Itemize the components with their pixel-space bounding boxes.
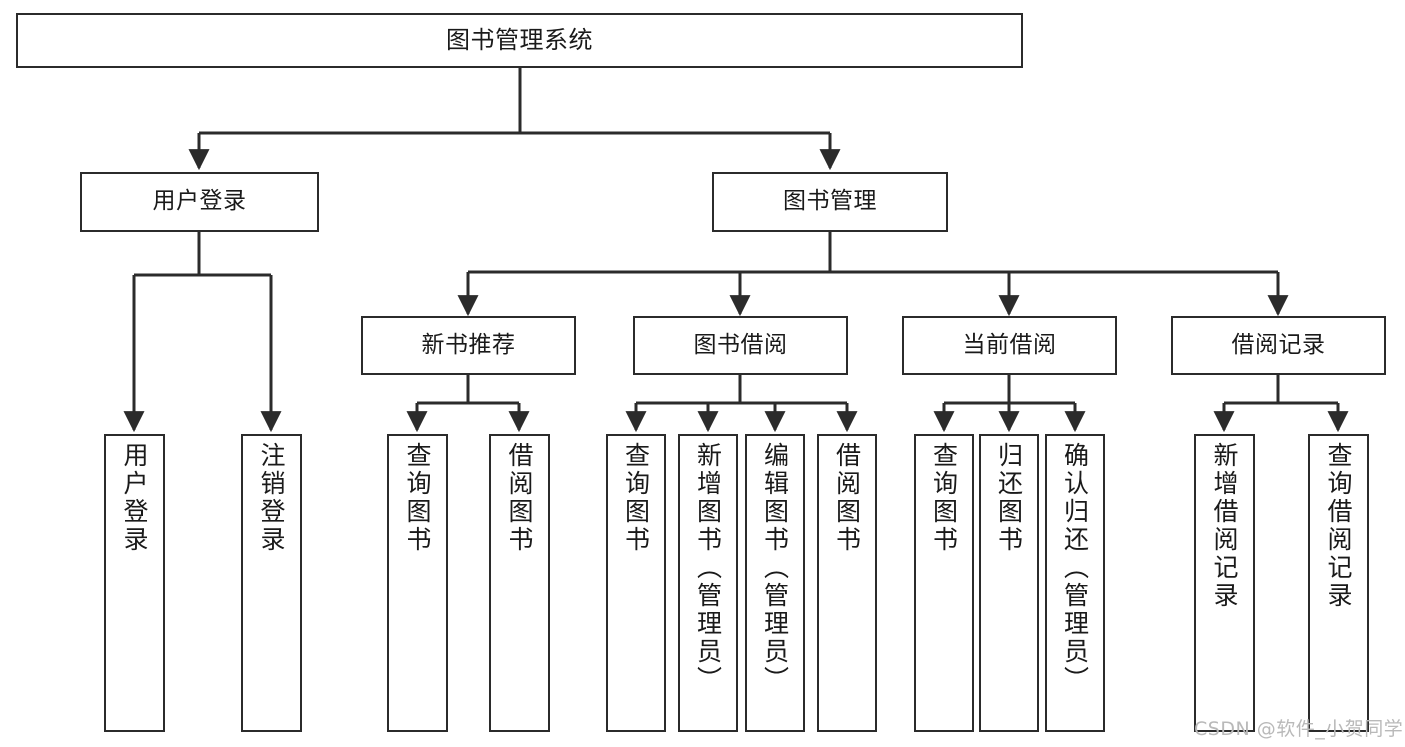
node-leaf-return-book-label: 归还图书 — [994, 442, 1024, 554]
node-leaf-add-book[interactable]: 新增图书（管理员） — [678, 434, 738, 732]
node-leaf-edit-book[interactable]: 编辑图书（管理员） — [745, 434, 805, 732]
node-root[interactable]: 图书管理系统 — [16, 13, 1023, 68]
node-leaf-add-record-label: 新增借阅记录 — [1210, 442, 1239, 610]
node-book-borrow-label: 图书借阅 — [693, 331, 788, 358]
node-current-borrow-label: 当前借阅 — [962, 331, 1057, 358]
node-leaf-query-book-1[interactable]: 查询图书 — [387, 434, 448, 732]
node-leaf-borrow-book-2[interactable]: 借阅图书 — [817, 434, 877, 732]
node-leaf-add-record[interactable]: 新增借阅记录 — [1194, 434, 1255, 732]
node-borrow-record-label: 借阅记录 — [1231, 331, 1326, 358]
node-leaf-borrow-book-1-label: 借阅图书 — [505, 442, 534, 554]
node-leaf-user-login[interactable]: 用户登录 — [104, 434, 165, 732]
node-leaf-query-book-2-label: 查询图书 — [621, 442, 651, 554]
node-leaf-query-book-2[interactable]: 查询图书 — [606, 434, 666, 732]
node-leaf-query-book-3-label: 查询图书 — [929, 442, 959, 554]
node-leaf-borrow-book-2-label: 借阅图书 — [832, 442, 862, 554]
csdn-watermark: CSDN @软件_小贺同学 — [1194, 718, 1404, 740]
node-new-book-recommend-label: 新书推荐 — [421, 331, 516, 358]
node-book-borrow[interactable]: 图书借阅 — [633, 316, 848, 375]
node-leaf-add-book-label: 新增图书（管理员） — [693, 442, 723, 694]
node-leaf-query-book-1-label: 查询图书 — [403, 442, 432, 554]
node-leaf-query-record[interactable]: 查询借阅记录 — [1308, 434, 1369, 732]
node-book-management[interactable]: 图书管理 — [712, 172, 948, 232]
node-user-login[interactable]: 用户登录 — [80, 172, 319, 232]
node-leaf-logout[interactable]: 注销登录 — [241, 434, 302, 732]
node-current-borrow[interactable]: 当前借阅 — [902, 316, 1117, 375]
node-leaf-return-book[interactable]: 归还图书 — [979, 434, 1039, 732]
node-new-book-recommend[interactable]: 新书推荐 — [361, 316, 576, 375]
node-book-management-label: 图书管理 — [783, 188, 877, 215]
node-leaf-borrow-book-1[interactable]: 借阅图书 — [489, 434, 550, 732]
node-leaf-query-book-3[interactable]: 查询图书 — [914, 434, 974, 732]
node-leaf-confirm-return[interactable]: 确认归还（管理员） — [1045, 434, 1105, 732]
node-leaf-confirm-return-label: 确认归还（管理员） — [1060, 442, 1090, 694]
node-root-label: 图书管理系统 — [446, 26, 593, 55]
node-user-login-label: 用户登录 — [152, 188, 247, 215]
node-leaf-edit-book-label: 编辑图书（管理员） — [760, 442, 790, 694]
node-leaf-query-record-label: 查询借阅记录 — [1324, 442, 1353, 610]
node-borrow-record[interactable]: 借阅记录 — [1171, 316, 1386, 375]
node-leaf-logout-label: 注销登录 — [257, 442, 286, 554]
node-leaf-user-login-label: 用户登录 — [120, 442, 149, 554]
